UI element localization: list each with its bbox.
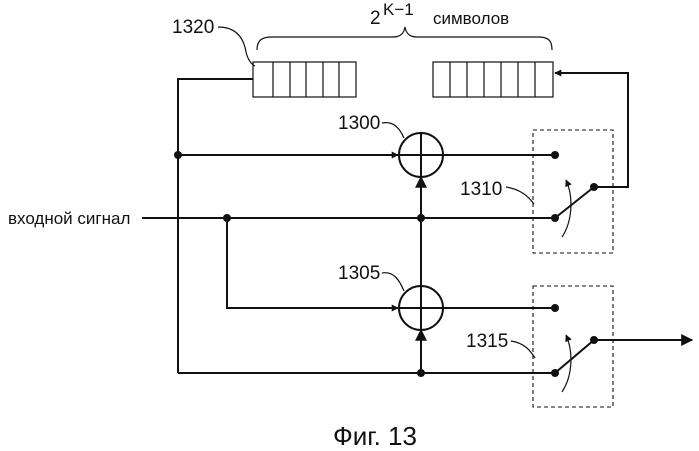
switch-1315 bbox=[533, 286, 613, 407]
shift-register-right bbox=[433, 62, 553, 97]
leader-1305 bbox=[382, 273, 404, 291]
label-1300: 1300 bbox=[338, 113, 380, 134]
junction bbox=[417, 369, 425, 377]
register-brace bbox=[257, 27, 552, 50]
symbols-base: 2 bbox=[370, 8, 381, 29]
leader-1315 bbox=[511, 341, 535, 358]
label-1310: 1310 bbox=[460, 179, 502, 200]
label-1315: 1315 bbox=[466, 331, 508, 352]
input-label: входной сигнал bbox=[8, 209, 130, 228]
adder-1300 bbox=[399, 133, 443, 177]
symbols-word: символов bbox=[433, 9, 509, 28]
junction bbox=[223, 214, 231, 222]
junction bbox=[174, 151, 182, 159]
junction bbox=[417, 214, 425, 222]
symbols-exponent: K−1 bbox=[383, 0, 414, 19]
leader-1310 bbox=[506, 187, 534, 204]
shift-register-left bbox=[253, 62, 356, 97]
switch-1310 bbox=[533, 130, 613, 253]
label-1305: 1305 bbox=[338, 263, 380, 284]
leader-1320 bbox=[218, 27, 255, 66]
label-1320: 1320 bbox=[172, 17, 214, 38]
adder-1305 bbox=[399, 286, 443, 330]
leader-1300 bbox=[382, 123, 404, 138]
figure-caption: Фиг. 13 bbox=[333, 421, 417, 451]
register-feed-line bbox=[178, 79, 253, 373]
